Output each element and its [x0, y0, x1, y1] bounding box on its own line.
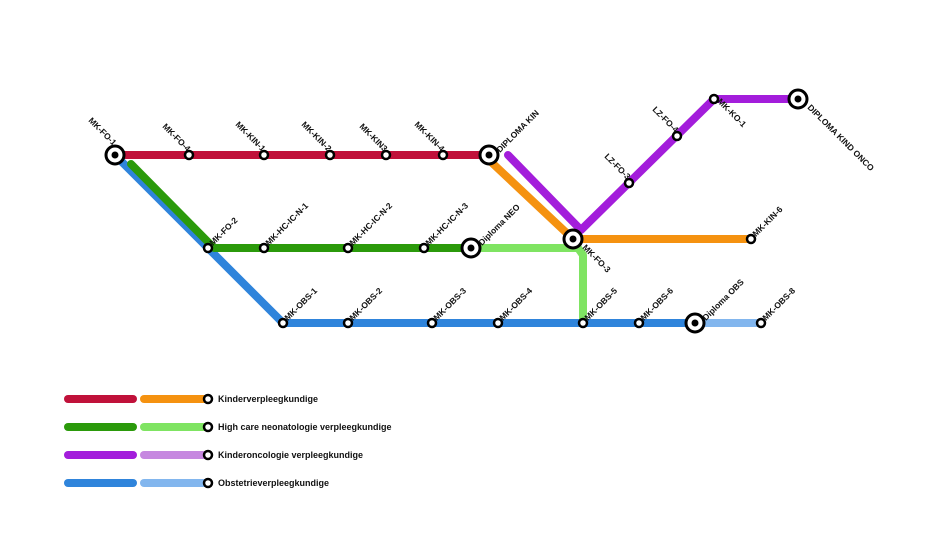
- station-marker: [324, 149, 336, 161]
- station-label: MK-OBS-5: [582, 285, 619, 322]
- legend-item: Obstetrieverpleegkundige: [64, 477, 329, 489]
- station-label: MK-OBS-3: [431, 285, 468, 322]
- line-kinderoncologie: [504, 95, 802, 234]
- station-label: MK-HC-IC-N-2: [347, 200, 394, 247]
- interchange-dot: [111, 151, 119, 159]
- station-label: MK-OBS-2: [347, 285, 384, 322]
- legend-label: Kinderoncologie verpleegkundige: [218, 450, 363, 460]
- station-label: DIPLOMA KIND ONCO: [806, 102, 877, 173]
- station-label: MK-FO-1: [87, 115, 119, 147]
- station-mk-obs-8[interactable]: MK-OBS-8: [755, 285, 797, 329]
- station-label: LZ-FO-4: [651, 104, 681, 134]
- interchange-dot: [691, 319, 699, 327]
- legend-item: Kinderoncologie verpleegkundige: [64, 449, 363, 461]
- station-label: MK-KIN-1: [234, 119, 268, 153]
- station-marker: [577, 317, 589, 329]
- station-marker: [277, 317, 289, 329]
- legend-station-marker: [202, 393, 214, 405]
- station-marker: [183, 149, 195, 161]
- station-label: MK-HC-IC-N-1: [263, 200, 310, 247]
- interchange-dot: [467, 244, 475, 252]
- station-marker: [708, 93, 720, 105]
- station-diploma-kind-onco[interactable]: DIPLOMA KIND ONCO: [787, 88, 877, 173]
- station-marker: [258, 149, 270, 161]
- station-lz-fo-4[interactable]: LZ-FO-4: [651, 104, 683, 142]
- station-label: MK-HC-IC-N-3: [423, 200, 470, 247]
- station-lz-fo-3[interactable]: LZ-FO-3: [603, 151, 635, 189]
- station-label: MK-FO-2: [207, 215, 239, 247]
- line-high-care-neo: [127, 160, 475, 252]
- legend-label: High care neonatologie verpleegkundige: [218, 422, 392, 432]
- station-marker: [418, 242, 430, 254]
- station-marker: [745, 233, 757, 245]
- station-mk-fo-1[interactable]: MK-FO-1: [87, 115, 126, 166]
- station-label: MK-KIN-4: [413, 119, 447, 153]
- station-label: MK-FO-4: [161, 121, 193, 153]
- station-label: Diploma NEO: [476, 202, 522, 248]
- station-label: MK-KIN-6: [750, 204, 784, 238]
- legend-label: Obstetrieverpleegkundige: [218, 478, 329, 488]
- station-marker: [426, 317, 438, 329]
- interchange-dot: [485, 151, 493, 159]
- station-marker: [258, 242, 270, 254]
- station-label: MK-KIN3: [358, 121, 390, 153]
- station-marker: [671, 130, 683, 142]
- line-high-care-neo-extension: [467, 244, 587, 324]
- interchange-dot: [794, 95, 802, 103]
- station-label: MK-OBS-1: [282, 285, 319, 322]
- station-label: MK-KIN-2: [300, 119, 334, 153]
- legend-label: Kinderverpleegkundige: [218, 394, 318, 404]
- station-mk-kin-6[interactable]: MK-KIN-6: [745, 204, 785, 245]
- legend-item: High care neonatologie verpleegkundige: [64, 421, 392, 433]
- station-marker: [492, 317, 504, 329]
- station-marker: [342, 242, 354, 254]
- station-marker: [342, 317, 354, 329]
- legend-station-marker: [202, 477, 214, 489]
- station-marker: [202, 242, 214, 254]
- station-marker: [623, 177, 635, 189]
- station-label: MK-OBS-8: [760, 285, 797, 322]
- legend-station-marker: [202, 449, 214, 461]
- station-marker: [755, 317, 767, 329]
- station-label: DIPLOMA KIN: [494, 108, 541, 155]
- legend-station-marker: [202, 421, 214, 433]
- station-marker: [380, 149, 392, 161]
- station-label: LZ-FO-3: [603, 151, 633, 181]
- station-label: MK-OBS-4: [497, 285, 534, 322]
- station-label: MK-OBS-6: [638, 285, 675, 322]
- station-label: Diploma OBS: [700, 277, 746, 323]
- legend-item: Kinderverpleegkundige: [64, 393, 318, 405]
- station-marker: [633, 317, 645, 329]
- station-marker: [437, 149, 449, 161]
- interchange-dot: [569, 235, 577, 243]
